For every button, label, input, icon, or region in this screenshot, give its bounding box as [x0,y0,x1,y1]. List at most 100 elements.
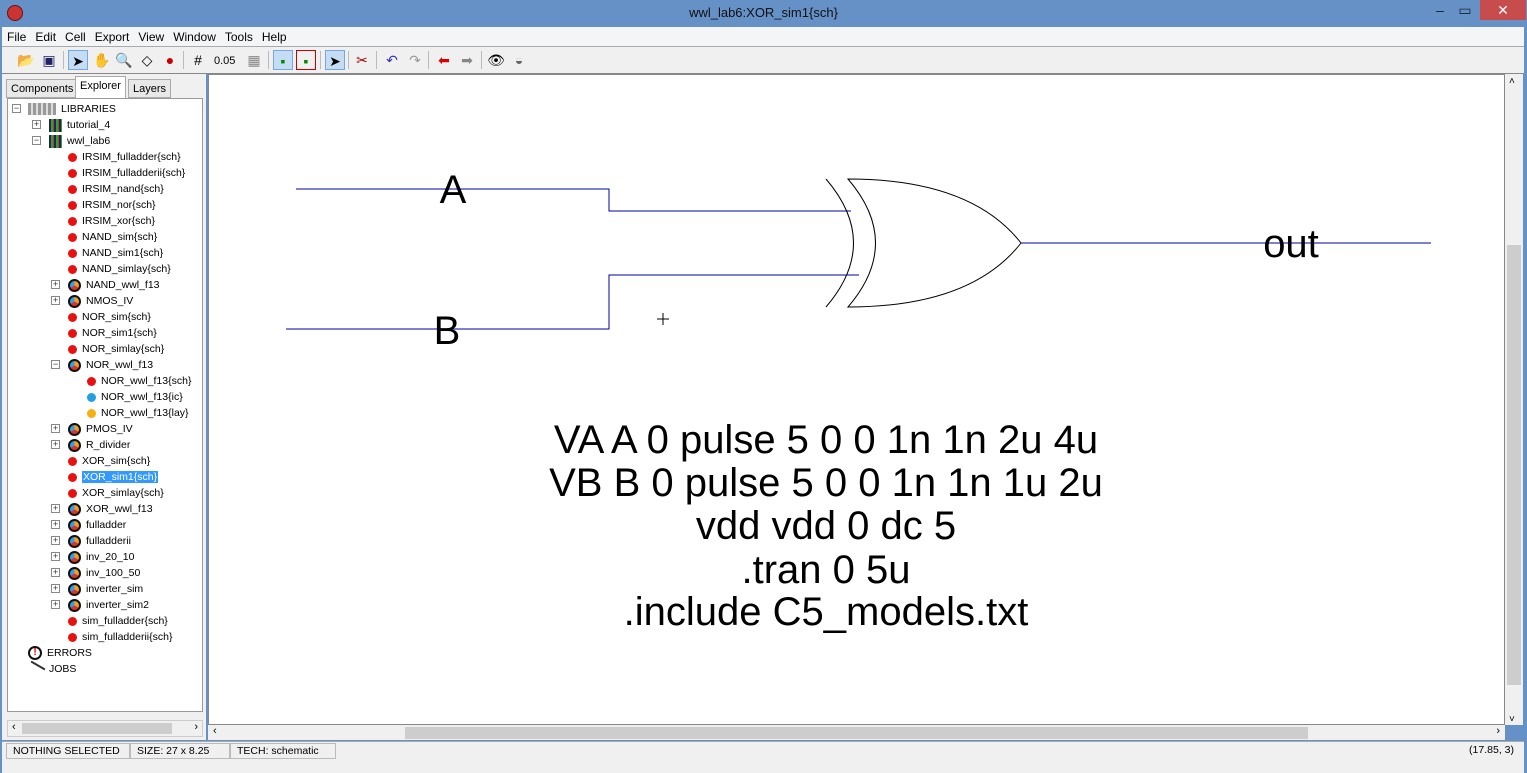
tree-item[interactable]: sim_fulladderii{sch} [68,629,172,645]
menu-tools[interactable]: Tools [224,30,253,44]
menu-export[interactable]: Export [94,30,130,44]
menu-window[interactable]: Window [173,30,216,44]
tree-item-label: NOR_sim{sch} [82,311,151,323]
grid-fine-icon[interactable]: ▦ [247,52,261,68]
pan-hand-icon[interactable]: ✋ [93,52,111,68]
tree-item[interactable]: wwl_lab6 [49,133,110,149]
menu-help[interactable]: Help [261,30,287,44]
undo-icon[interactable]: ↶ [386,52,398,68]
tree-item[interactable]: NMOS_IV [68,293,133,309]
tree-item-label: NAND_simlay{sch} [82,263,171,275]
tab-components[interactable]: Components [6,79,79,98]
forward-arrow-icon[interactable]: ➡ [461,52,473,68]
tree-item[interactable]: PMOS_IV [68,421,133,437]
tree-item[interactable]: IRSIM_fulladder{sch} [68,149,181,165]
tools-icon[interactable]: ✂ [356,52,368,68]
easy-instance-icon[interactable]: ▪ [296,50,316,70]
eye-open-icon[interactable]: 👁 [487,52,505,68]
tree-item[interactable]: inverter_sim [68,581,143,597]
tree-expander[interactable]: − [12,103,21,113]
menu-file[interactable]: File [7,30,27,44]
tree-expander[interactable]: + [51,503,60,513]
zoom-icon[interactable]: 🔍 [115,52,133,68]
menu-cell[interactable]: Cell [65,30,86,44]
tree-expander[interactable]: + [51,583,60,593]
tree-item[interactable]: inv_20_10 [68,549,134,565]
redo-icon[interactable]: ↷ [409,52,421,68]
horizontal-scroll-thumb[interactable] [405,727,1308,739]
tree-item[interactable]: NOR_wwl_f13{ic} [87,389,183,405]
open-folder-icon[interactable]: 📂 [17,52,35,68]
tree-item[interactable]: inverter_sim2 [68,597,149,613]
tree-item-label: NOR_wwl_f13{sch} [101,375,192,387]
tree-item[interactable]: IRSIM_nor{sch} [68,197,156,213]
app-icon[interactable] [7,5,23,21]
grid-value[interactable]: 0.05 [214,55,236,67]
menu-bar: File Edit Cell Export View Window Tools … [2,27,1524,47]
sidebar-horizontal-scrollbar[interactable]: ‹ › [7,720,203,737]
tree-item[interactable]: sim_fulladder{sch} [68,613,168,629]
tree-item[interactable]: NOR_wwl_f13 [68,357,153,373]
tree-item[interactable]: NOR_simlay{sch} [68,341,164,357]
maximize-button[interactable]: ▭ [1458,2,1472,18]
select-arrow-icon[interactable]: ➤ [68,50,88,70]
tree-item[interactable]: LIBRARIES [28,101,116,117]
tree-item[interactable]: fulladder [68,517,126,533]
tree-expander[interactable]: + [51,279,60,289]
tree-expander[interactable]: + [51,535,60,545]
tree-item[interactable]: fulladderii [68,533,131,549]
tree-item[interactable]: NOR_wwl_f13{lay} [87,405,189,421]
save-icon[interactable]: ▣ [42,52,56,68]
tree-item[interactable]: !ERRORS [28,645,92,661]
close-button[interactable]: ✕ [1480,0,1526,20]
tab-layers[interactable]: Layers [128,79,172,98]
tree-item[interactable]: NAND_simlay{sch} [68,261,171,277]
tree-item[interactable]: NOR_sim1{sch} [68,325,157,341]
tree-item[interactable]: NAND_sim{sch} [68,229,157,245]
cell-view-dot-icon [87,376,96,386]
tree-expander[interactable]: + [51,439,60,449]
tree-item[interactable]: IRSIM_fulladderii{sch} [68,165,185,181]
tree-item[interactable]: XOR_sim{sch} [68,453,150,469]
tree-item[interactable]: JOBS [26,660,76,678]
vertical-scroll-thumb[interactable] [1507,245,1521,685]
tree-item[interactable]: tutorial_4 [49,117,110,133]
grid-icon[interactable]: # [194,52,202,68]
tree-item[interactable]: XOR_simlay{sch} [68,485,164,501]
tree-item[interactable]: inv_100_50 [68,565,140,581]
tree-item[interactable]: NAND_sim1{sch} [68,245,163,261]
wire-b [286,274,859,330]
special-select-icon[interactable]: ➤ [325,50,345,70]
cell-view-dot-icon [68,168,77,178]
tree-item[interactable]: XOR_wwl_f13 [68,501,153,517]
tree-expander[interactable]: + [51,551,60,561]
tree-item[interactable]: IRSIM_nand{sch} [68,181,164,197]
back-arrow-icon[interactable]: ⬅ [438,52,450,68]
tree-item-label: XOR_sim{sch} [82,455,151,467]
tree-expander[interactable]: − [51,359,60,369]
tree-item[interactable]: NOR_wwl_f13{sch} [87,373,191,389]
cell-view-dot-icon [68,184,77,194]
full-instance-icon[interactable]: ▪ [273,50,293,70]
tree-expander[interactable]: + [32,119,41,129]
outline-edit-icon[interactable]: ◇ [141,52,153,68]
tree-expander[interactable]: + [51,423,60,433]
tree-expander[interactable]: + [51,567,60,577]
status-size: SIZE: 27 x 8.25 [130,743,230,759]
tab-explorer[interactable]: Explorer [75,76,126,98]
tree-item[interactable]: IRSIM_xor{sch} [68,213,155,229]
measure-icon[interactable]: ● [165,52,175,68]
tree-expander[interactable]: + [51,599,60,609]
tree-item[interactable]: NAND_wwl_f13 [68,277,160,293]
schematic-canvas[interactable]: A B out VA A 0 pulse 5 0 0 1n 1n 2u 4u V… [208,74,1505,725]
tree-expander[interactable]: + [51,295,60,305]
tree-expander[interactable]: − [32,135,41,145]
tree-item[interactable]: R_divider [68,437,130,453]
tree-item[interactable]: NOR_sim{sch} [68,309,151,325]
menu-view[interactable]: View [138,30,165,44]
eye-closed-icon[interactable]: ◒ [514,52,524,68]
menu-edit[interactable]: Edit [35,30,57,44]
tree-expander[interactable]: + [51,519,60,529]
minimize-button[interactable]: – [1436,2,1444,18]
tree-item[interactable]: XOR_sim1{sch} [68,469,159,485]
